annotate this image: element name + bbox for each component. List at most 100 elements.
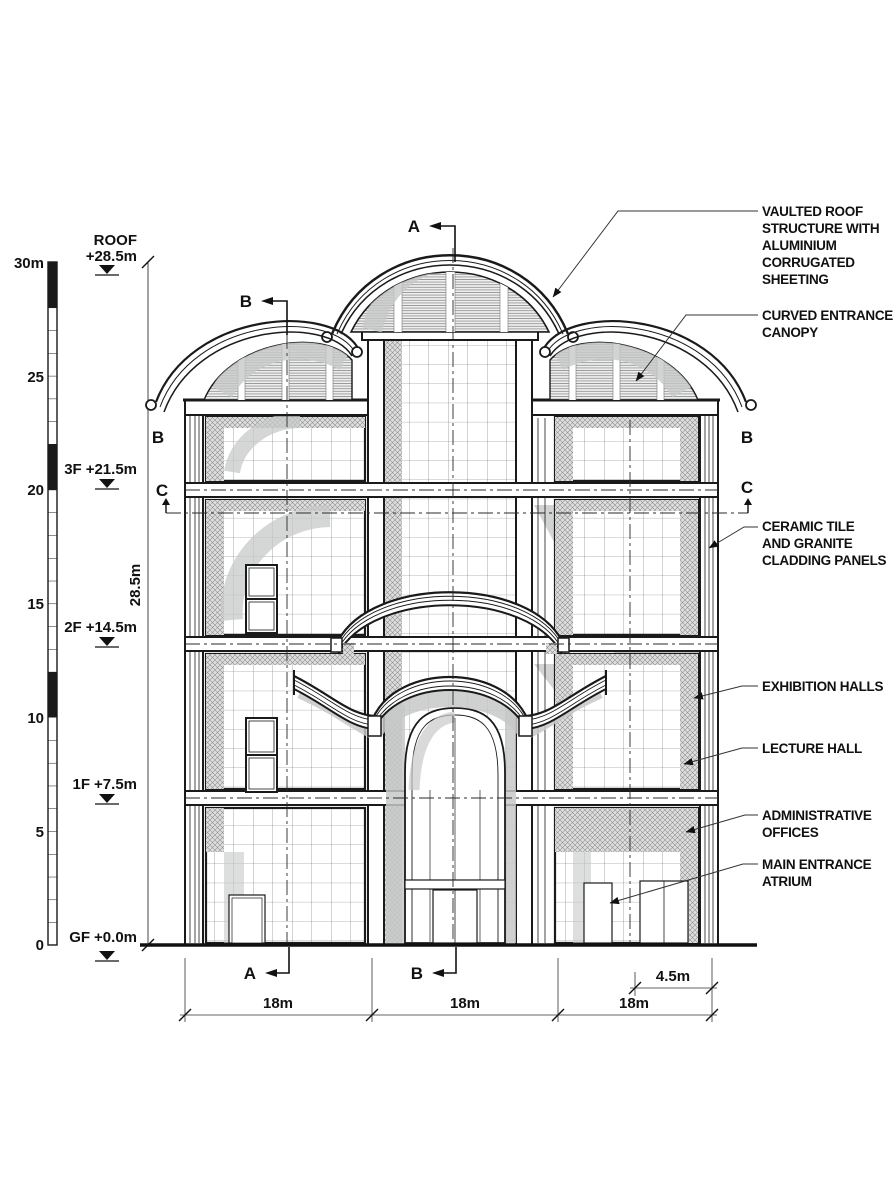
level-roof: ROOF +28.5m (86, 232, 137, 276)
eave-scroll-icon (745, 399, 757, 411)
canopy-bracket (518, 715, 533, 737)
vault-left (145, 320, 363, 413)
svg-text:ADMINISTRATIVE: ADMINISTRATIVE (762, 808, 872, 823)
canopy-lower (293, 670, 607, 737)
section-arrow-icon (265, 969, 277, 977)
svg-text:CERAMIC TILE: CERAMIC TILE (762, 519, 855, 534)
level-roof-name: ROOF (94, 232, 137, 249)
canopy-upper (330, 591, 570, 655)
annotation-curved-canopy: CURVED ENTRANCE CANOPY (762, 308, 894, 340)
level-triangle-icon (99, 637, 115, 646)
vault-right (539, 320, 757, 413)
bay-right-row2 (553, 498, 700, 637)
ground-floor-doors (228, 880, 689, 944)
level-1f: 1F+7.5m (73, 776, 137, 805)
svg-text:VAULTED ROOF: VAULTED ROOF (762, 204, 863, 219)
scale-black-segment (48, 672, 57, 717)
eave-scroll-icon (539, 346, 551, 358)
parapet-band-left (184, 399, 369, 416)
dim-4-5m: 4.5m (656, 968, 690, 985)
stacked-windows (245, 564, 278, 793)
dim-slash-ticks (178, 981, 719, 1022)
level-triangle-icon (99, 265, 115, 274)
bottom-dimensions: 18m 18m 18m 4.5m (178, 958, 719, 1022)
height-dim-label: 28.5m (127, 564, 144, 607)
section-arrow-up-icon (744, 498, 752, 505)
annotation-exhibition-halls: EXHIBITION HALLS (762, 679, 884, 694)
section-b-top-label: B (240, 292, 252, 311)
dim-slash-tick (141, 255, 155, 269)
level-2f: 2F+14.5m (64, 619, 137, 648)
level-gf-label: GF+0.0m (69, 929, 137, 946)
openings (228, 564, 689, 944)
svg-text:CANOPY: CANOPY (762, 325, 818, 340)
level-2f-label: 2F+14.5m (64, 619, 137, 636)
scale-bar: 30m 25 20 15 10 5 0 (14, 255, 58, 954)
level-gf: GF+0.0m (69, 929, 137, 962)
section-b-right-label: B (741, 428, 753, 447)
svg-text:AND GRANITE: AND GRANITE (762, 536, 853, 551)
svg-text:CORRUGATED: CORRUGATED (762, 255, 855, 270)
scale-tick-20: 20 (27, 482, 44, 499)
annotation-leaders (552, 210, 758, 905)
level-triangle-icon (99, 794, 115, 803)
section-a-top-label: A (408, 217, 420, 236)
svg-text:OFFICES: OFFICES (762, 825, 819, 840)
scale-tick-25: 25 (27, 369, 44, 386)
section-arrow-icon (261, 297, 273, 305)
centerlines (166, 248, 748, 943)
parapet-band-right (531, 399, 719, 416)
wall-joint-lines (189, 416, 714, 943)
svg-text:STRUCTURE WITH: STRUCTURE WITH (762, 221, 879, 236)
entrance-arch (386, 705, 516, 944)
height-dimension: 28.5m (127, 255, 155, 952)
dim-18m-bay3: 18m (619, 995, 649, 1012)
scale-tick-0: 0 (36, 937, 44, 954)
section-c-right-label: C (741, 478, 753, 497)
level-3f-label: 3F+21.5m (64, 461, 137, 478)
section-arrow-icon (429, 222, 441, 230)
section-c-right: C (741, 478, 753, 513)
section-a-bottom-label: A (244, 964, 256, 983)
annotation-vaulted-roof: VAULTED ROOF STRUCTURE WITH ALUMINIUM CO… (762, 204, 880, 287)
section-markers: A B A B B B C C (152, 217, 753, 983)
eave-scroll-icon (351, 346, 363, 358)
bay-left-row3 (204, 652, 367, 791)
section-b-top: B (240, 292, 288, 335)
level-roof-elevation: +28.5m (86, 248, 137, 265)
svg-text:LECTURE HALL: LECTURE HALL (762, 741, 862, 756)
section-a-bottom: A (244, 947, 290, 983)
svg-text:MAIN ENTRANCE: MAIN ENTRANCE (762, 857, 872, 872)
level-1f-label: 1F+7.5m (73, 776, 137, 793)
svg-text:CLADDING PANELS: CLADDING PANELS (762, 553, 887, 568)
building-elevation (140, 248, 757, 947)
bay-right-row3 (553, 652, 700, 791)
scale-label-30m: 30m (14, 255, 44, 272)
section-b-bottom-label: B (411, 964, 423, 983)
scale-tick-15: 15 (27, 596, 44, 613)
section-b-left-label: B (152, 428, 164, 447)
section-c-left: C (156, 481, 170, 513)
annotation-lecture-hall: LECTURE HALL (762, 741, 862, 756)
eave-scroll-icon (145, 399, 157, 411)
canopy-bracket (367, 715, 382, 737)
svg-text:ALUMINIUM: ALUMINIUM (762, 238, 837, 253)
section-b-bottom: B (411, 947, 457, 983)
dim-18m-bay2: 18m (450, 995, 480, 1012)
vault-center (321, 254, 579, 343)
section-arrow-icon (432, 969, 444, 977)
level-3f: 3F+21.5m (64, 461, 137, 490)
svg-text:SHEETING: SHEETING (762, 272, 829, 287)
annotation-admin-offices: ADMINISTRATIVE OFFICES (762, 808, 872, 840)
level-triangle-icon (99, 479, 115, 488)
svg-text:ATRIUM: ATRIUM (762, 874, 812, 889)
annotation-labels: VAULTED ROOF STRUCTURE WITH ALUMINIUM CO… (762, 204, 894, 889)
dim-18m-bay1: 18m (263, 995, 293, 1012)
section-a-top: A (408, 217, 456, 262)
scale-black-segment (48, 262, 57, 308)
svg-text:CURVED ENTRANCE: CURVED ENTRANCE (762, 308, 893, 323)
svg-text:EXHIBITION HALLS: EXHIBITION HALLS (762, 679, 883, 694)
section-c-left-label: C (156, 481, 168, 500)
